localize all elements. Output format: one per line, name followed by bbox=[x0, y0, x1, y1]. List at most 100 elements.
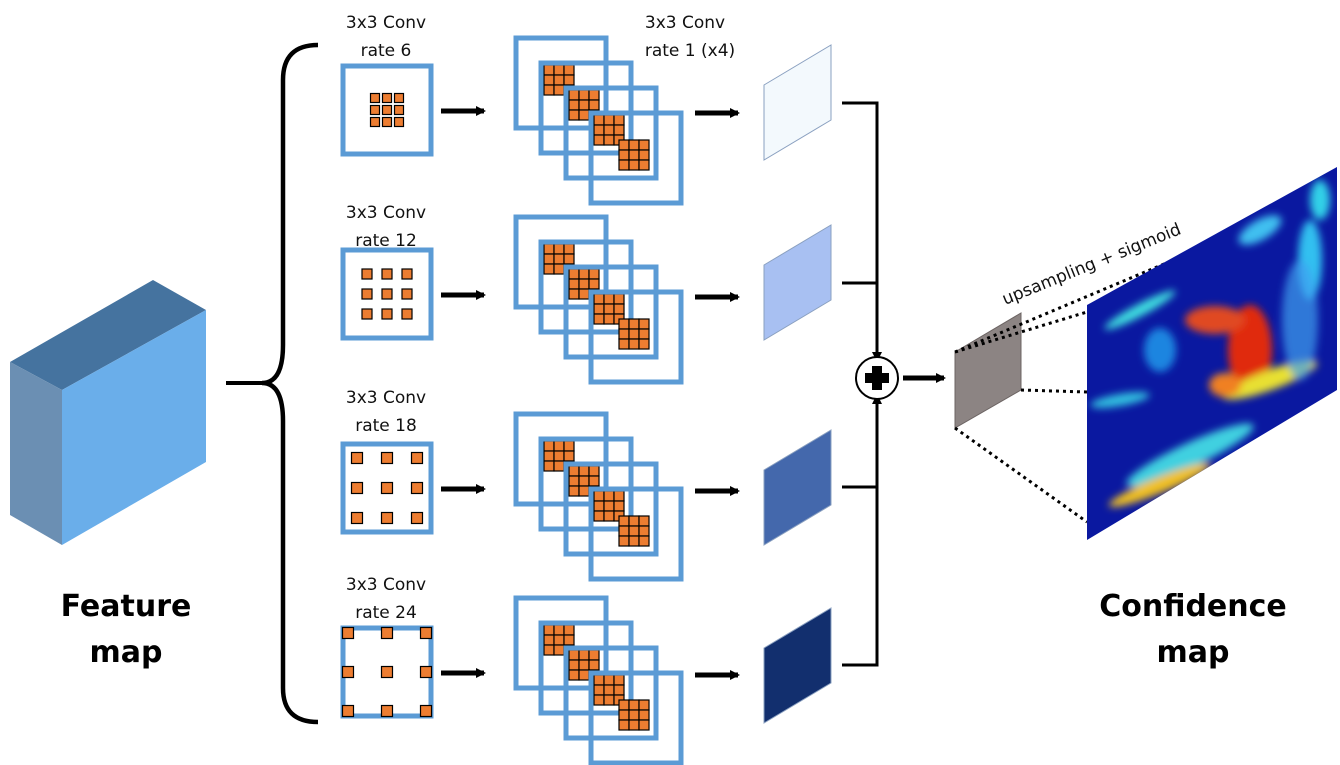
kernel-cell bbox=[593, 674, 605, 686]
kernel-cell bbox=[543, 263, 555, 275]
kernel-cell bbox=[603, 293, 615, 305]
kernel-cell bbox=[638, 535, 650, 547]
kernel-cell bbox=[603, 694, 615, 706]
curly-brace bbox=[261, 42, 319, 725]
rate1-conv-box bbox=[563, 645, 659, 741]
kernel-cell bbox=[618, 328, 630, 340]
kernel-cell bbox=[381, 268, 393, 280]
kernel-cell bbox=[578, 659, 590, 671]
kernel-cell bbox=[588, 649, 600, 661]
kernel-cell bbox=[563, 624, 575, 636]
kernel-cell bbox=[553, 440, 565, 452]
kernel-cell bbox=[553, 634, 565, 646]
kernel-cell bbox=[638, 338, 650, 350]
kernel-cell bbox=[588, 659, 600, 671]
branch-rate-label: rate 6 bbox=[361, 41, 412, 61]
kernel-cell bbox=[638, 699, 650, 711]
kernel-cell bbox=[593, 510, 605, 522]
kernel-cell bbox=[603, 313, 615, 325]
rate1-conv-box bbox=[588, 289, 684, 385]
feature-map-label-line2: map bbox=[90, 635, 163, 670]
kernel-cell bbox=[401, 268, 413, 280]
kernel-cell bbox=[603, 684, 615, 696]
kernel-cell bbox=[369, 104, 381, 116]
kernel-cell bbox=[593, 134, 605, 146]
kernel-cell bbox=[628, 719, 640, 731]
kernel-cell bbox=[618, 709, 630, 721]
kernel-cell bbox=[638, 328, 650, 340]
kernel-cell bbox=[593, 114, 605, 126]
kernel-cell bbox=[393, 104, 405, 116]
rate1-conv-label: 3x3 Conv bbox=[645, 13, 725, 33]
branch-rate-label: rate 18 bbox=[355, 416, 417, 436]
kernel-cell bbox=[638, 525, 650, 537]
kernel-cell bbox=[543, 644, 555, 656]
kernel-cell bbox=[553, 460, 565, 472]
kernel-cell bbox=[419, 665, 433, 679]
rate1-conv-box bbox=[513, 214, 609, 310]
kernel-cell bbox=[553, 263, 565, 275]
kernel-cell bbox=[543, 624, 555, 636]
kernel-cell bbox=[543, 634, 555, 646]
confidence-map-label-line2: map bbox=[1157, 635, 1230, 670]
kernel-cell bbox=[543, 460, 555, 472]
kernel-cell bbox=[628, 139, 640, 151]
kernel-cell bbox=[381, 116, 393, 128]
kernel-cell bbox=[401, 288, 413, 300]
branch-conv-label: 3x3 Conv bbox=[346, 575, 426, 595]
kernel-cell bbox=[380, 451, 394, 465]
kernel-cell bbox=[603, 303, 615, 315]
kernel-cell bbox=[618, 318, 630, 330]
kernel-cell bbox=[613, 293, 625, 305]
plus-circle-icon bbox=[855, 356, 899, 400]
kernel-cell bbox=[638, 159, 650, 171]
kernel-cell bbox=[603, 490, 615, 502]
kernel-cell bbox=[553, 644, 565, 656]
kernel-cell bbox=[553, 74, 565, 86]
kernel-cell bbox=[563, 64, 575, 76]
rate1-conv-box bbox=[563, 264, 659, 360]
kernel-cell bbox=[628, 535, 640, 547]
rate1-conv-box bbox=[513, 411, 609, 507]
kernel-cell bbox=[341, 704, 355, 718]
kernel-cell bbox=[618, 159, 630, 171]
kernel-cell bbox=[628, 699, 640, 711]
kernel-cell bbox=[613, 674, 625, 686]
kernel-cell bbox=[553, 84, 565, 96]
kernel-cell bbox=[543, 84, 555, 96]
kernel-cell bbox=[613, 114, 625, 126]
kernel-cell bbox=[381, 92, 393, 104]
kernel-cell bbox=[563, 253, 575, 265]
kernel-cell bbox=[578, 465, 590, 477]
kernel-cell bbox=[568, 99, 580, 111]
kernel-cell bbox=[618, 149, 630, 161]
kernel-cell bbox=[568, 288, 580, 300]
kernel-cell bbox=[578, 649, 590, 661]
kernel-cell bbox=[613, 303, 625, 315]
kernel-cell bbox=[613, 500, 625, 512]
kernel-cell bbox=[563, 450, 575, 462]
kernel-cell bbox=[543, 64, 555, 76]
kernel-cell bbox=[613, 684, 625, 696]
kernel-cell bbox=[593, 684, 605, 696]
rate1-conv-box bbox=[563, 85, 659, 181]
kernel-cell bbox=[563, 74, 575, 86]
rate1-conv-box bbox=[588, 670, 684, 765]
confidence-heatmap bbox=[1087, 167, 1337, 540]
rate1-conv-box bbox=[538, 60, 634, 156]
kernel-cell bbox=[568, 659, 580, 671]
branch-output-plane bbox=[763, 224, 832, 341]
kernel-cell bbox=[578, 278, 590, 290]
kernel-cell bbox=[638, 139, 650, 151]
kernel-cell bbox=[628, 328, 640, 340]
rate1-conv-box bbox=[588, 486, 684, 582]
kernel-cell bbox=[628, 159, 640, 171]
rate1-conv-box bbox=[538, 436, 634, 532]
kernel-cell bbox=[568, 485, 580, 497]
kernel-cell bbox=[341, 626, 355, 640]
kernel-cell bbox=[578, 485, 590, 497]
kernel-cell bbox=[618, 525, 630, 537]
kernel-cell bbox=[578, 109, 590, 121]
